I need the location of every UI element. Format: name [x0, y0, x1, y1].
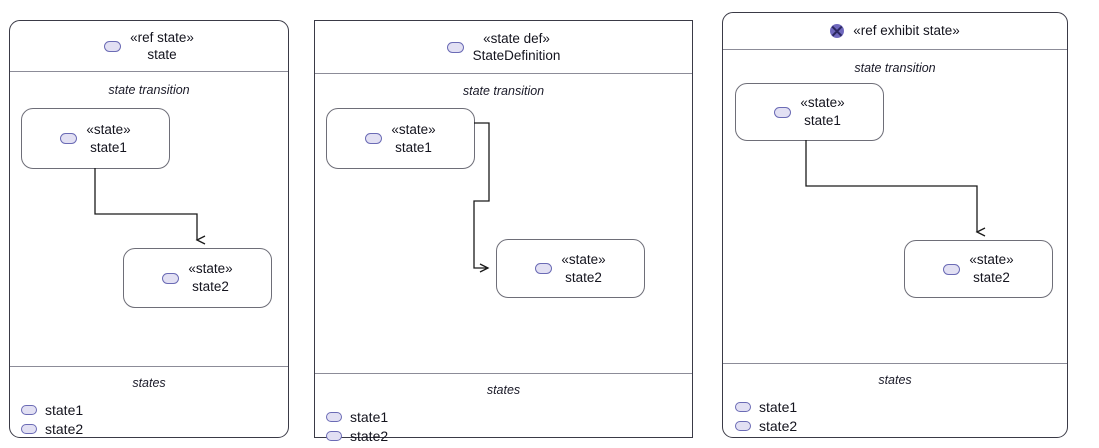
states-list: state1 state2 — [21, 401, 83, 438]
states-list: state1 state2 — [326, 408, 388, 445]
panel-header: «ref state» state — [10, 21, 288, 71]
state-box-state1[interactable]: «state» state1 — [326, 108, 475, 169]
state-box-label: «state» state2 — [969, 251, 1013, 286]
state-box-keyword: «state» — [391, 121, 436, 137]
state-box-state2[interactable]: «state» state2 — [904, 240, 1053, 298]
list-item[interactable]: state2 — [735, 417, 797, 435]
state-icon — [535, 263, 553, 274]
state-box-keyword: «state» — [188, 261, 233, 277]
panel-title: «state def» StateDefinition — [473, 30, 561, 65]
state-icon — [21, 405, 37, 415]
state-box-keyword: «state» — [969, 252, 1014, 268]
state-icon — [60, 133, 78, 144]
list-item[interactable]: state2 — [21, 420, 83, 438]
state-box-name: state1 — [90, 139, 127, 155]
list-item-label: state2 — [350, 428, 389, 444]
state-box-name: state2 — [973, 270, 1010, 285]
list-item-label: state1 — [350, 409, 389, 425]
state-box-label: «state» state2 — [188, 260, 232, 295]
states-compartment-title: states — [132, 376, 166, 390]
panel-title-name: StateDefinition — [472, 48, 561, 63]
state-icon — [735, 421, 751, 431]
state-box-label: «state» state1 — [800, 94, 844, 129]
states-divider — [723, 363, 1067, 364]
panel-title-keyword: «ref state» — [130, 29, 194, 45]
state-icon — [735, 402, 751, 412]
panel-title-name: state — [147, 47, 177, 62]
state-transition-compartment-title: state transition — [462, 84, 545, 98]
state-box-keyword: «state» — [561, 251, 606, 267]
list-item-label: state2 — [759, 418, 798, 434]
states-list: state1 state2 — [735, 398, 797, 435]
state-icon — [943, 263, 961, 275]
state-transition-compartment-title: state transition — [854, 61, 936, 75]
states-compartment-title: states — [878, 373, 912, 387]
state-icon — [326, 431, 342, 441]
state-icon — [326, 412, 342, 422]
state-box-name: state1 — [804, 113, 841, 128]
panel-header: «state def» StateDefinition — [315, 21, 692, 73]
list-item[interactable]: state2 — [326, 427, 388, 445]
state-box-state2[interactable]: «state» state2 — [123, 248, 272, 308]
state-icon — [162, 272, 180, 284]
list-item-label: state2 — [45, 421, 84, 437]
list-item-label: state1 — [759, 399, 798, 415]
state-icon — [21, 424, 37, 434]
panel-title: «ref state» state — [130, 29, 194, 64]
state-icon — [104, 40, 122, 52]
state-icon — [365, 133, 383, 144]
panel-title-keyword: «ref exhibit state» — [853, 22, 960, 38]
state-box-keyword: «state» — [86, 121, 131, 137]
state-box-state2[interactable]: «state» state2 — [496, 239, 645, 298]
state-box-state1[interactable]: «state» state1 — [735, 83, 884, 141]
list-item[interactable]: state1 — [735, 398, 797, 416]
panel-ref-state[interactable]: «ref state» state state transition «stat… — [9, 20, 289, 438]
states-divider — [315, 373, 692, 374]
state-box-name: state2 — [192, 279, 229, 294]
header-divider — [10, 71, 288, 72]
state-box-keyword: «state» — [800, 95, 845, 111]
panel-title-keyword: «state def» — [483, 30, 550, 46]
states-divider — [10, 366, 288, 367]
states-compartment-title: states — [486, 383, 521, 397]
list-item-label: state1 — [45, 402, 84, 418]
list-item[interactable]: state1 — [326, 408, 388, 426]
state-box-label: «state» state1 — [86, 121, 130, 156]
state-box-label: «state» state2 — [561, 251, 605, 286]
panel-ref-exhibit-state[interactable]: «ref exhibit state» state transition «st… — [722, 12, 1068, 438]
panel-state-def[interactable]: «state def» StateDefinition state transi… — [314, 20, 693, 443]
panel-header: «ref exhibit state» — [723, 13, 1067, 49]
exhibit-state-icon — [830, 24, 845, 38]
state-icon — [774, 106, 792, 118]
panel-title: «ref exhibit state» — [853, 22, 960, 39]
header-divider — [315, 73, 692, 74]
state-box-label: «state» state1 — [391, 121, 435, 156]
state-transition-compartment-title: state transition — [108, 83, 190, 97]
header-divider — [723, 49, 1067, 50]
state-box-name: state2 — [565, 269, 602, 285]
list-item[interactable]: state1 — [21, 401, 83, 419]
state-icon — [446, 41, 464, 53]
state-box-state1[interactable]: «state» state1 — [21, 108, 170, 169]
state-box-name: state1 — [395, 139, 432, 155]
